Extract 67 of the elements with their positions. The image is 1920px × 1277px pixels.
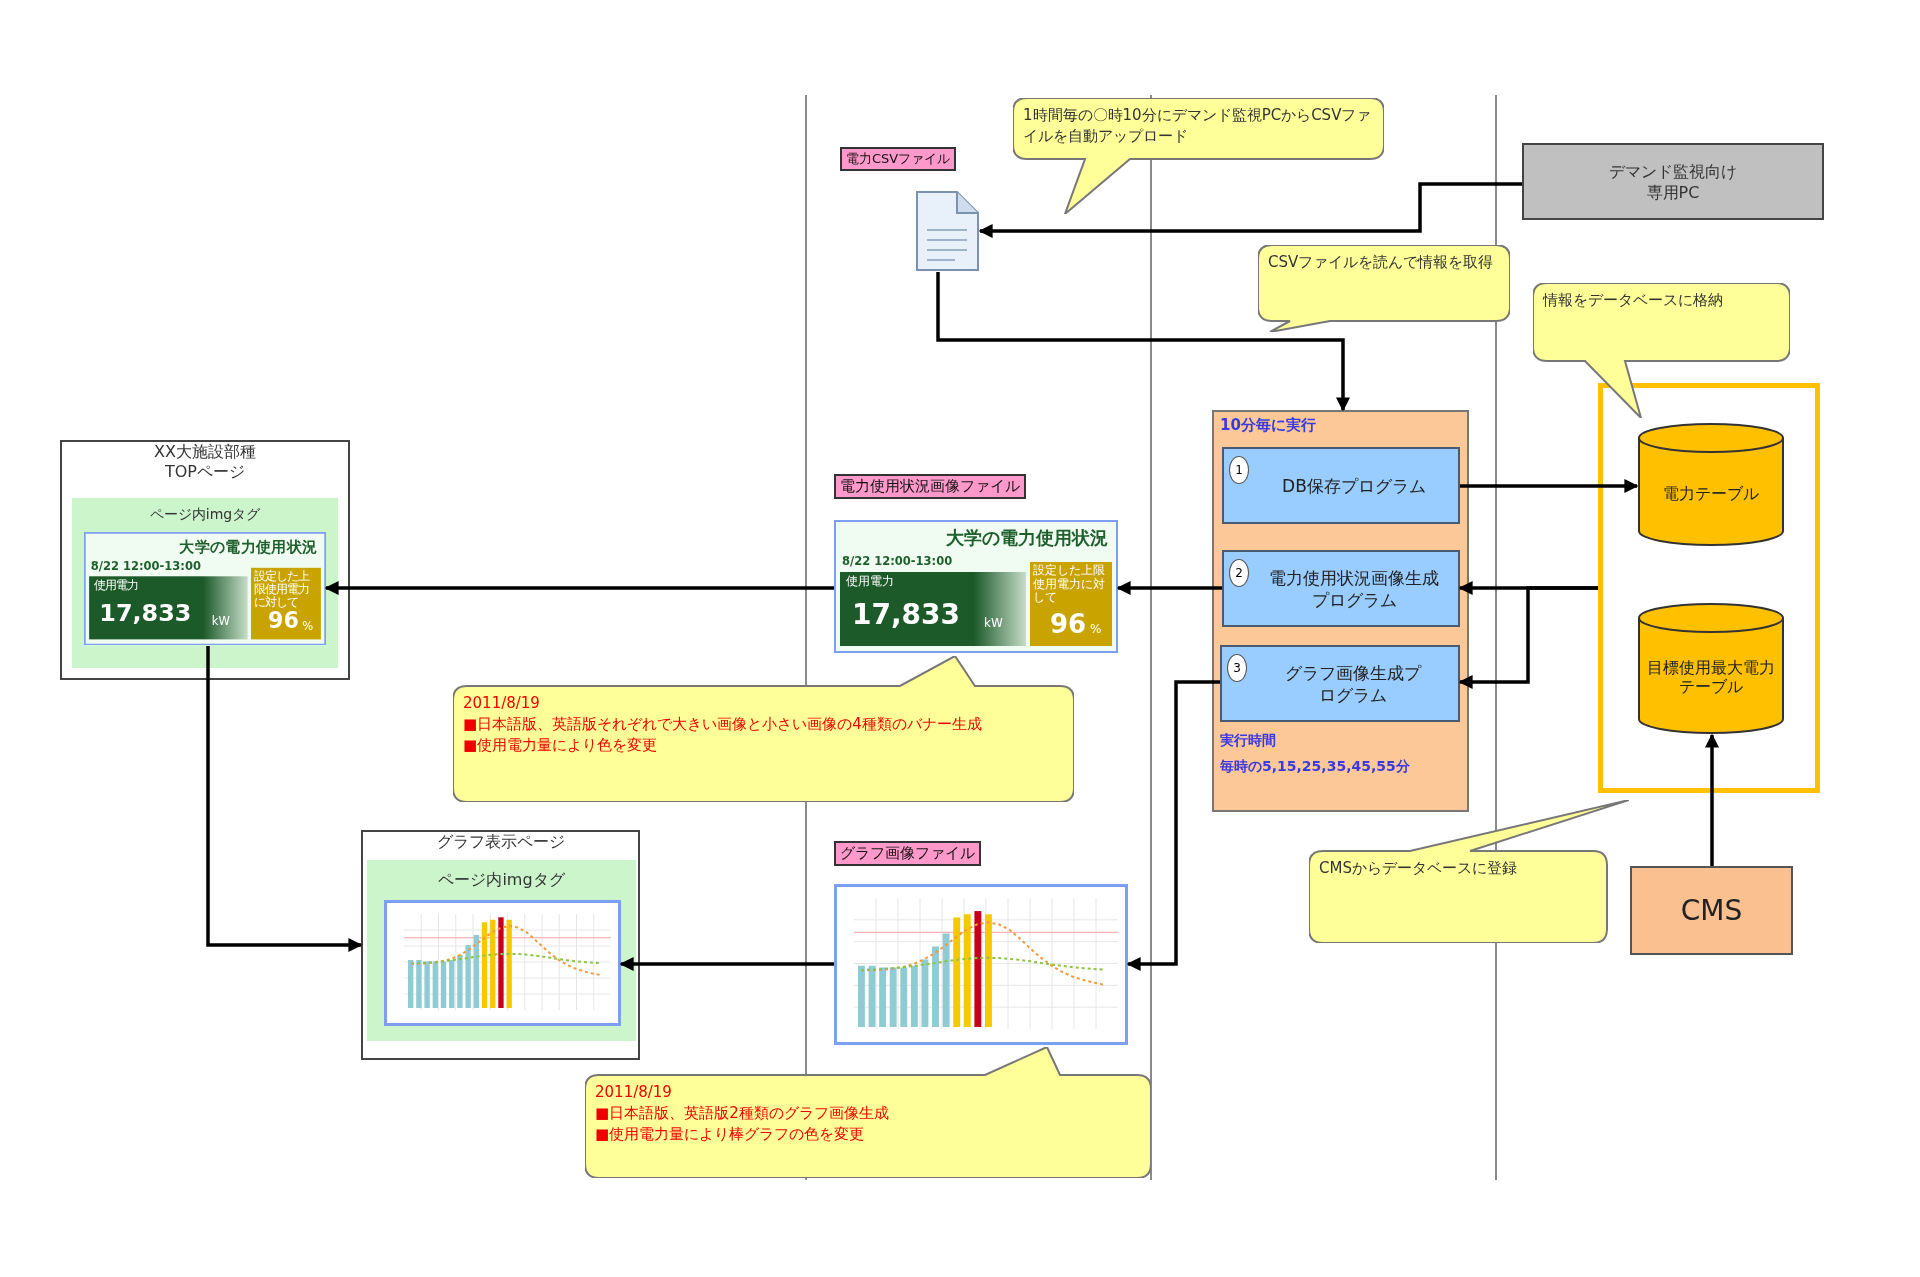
value-text: 96 — [1050, 608, 1087, 640]
callout-text: 情報をデータベースに格納 — [1543, 290, 1724, 311]
page-box — [60, 440, 350, 680]
node-label: デマンド監視向け専用PC — [1608, 160, 1738, 203]
arrow — [206, 646, 363, 952]
process-box — [1222, 447, 1460, 524]
callout-text: 2011/8/19 — [595, 1082, 673, 1103]
file-label: グラフ画像ファイル — [834, 841, 981, 866]
arrow — [1705, 733, 1719, 866]
banner-title: 大学の電力使用状況 — [946, 526, 1108, 550]
arrow — [978, 182, 1522, 238]
banner-title: 大学の電力使用状況 — [179, 537, 318, 558]
panel-label: 設定した上限使用電力に対して — [253, 569, 311, 610]
group-title: 10分毎に実行 — [1220, 416, 1316, 435]
callout-text: CMSからデータベースに登録 — [1319, 858, 1518, 879]
process-box — [1522, 143, 1824, 220]
panel-label: 使用電力 — [94, 578, 139, 594]
group-frame — [1598, 383, 1820, 793]
step-number: 2 — [1229, 559, 1249, 587]
callout-text: ■使用電力量により棒グラフの色を変更 — [595, 1124, 866, 1145]
process-box — [1222, 550, 1460, 627]
node-label: グラフ画像生成プログラム — [1284, 661, 1423, 706]
box-title: XX大施設部種TOPページ — [153, 442, 257, 482]
value-text: 17,833 — [99, 598, 192, 628]
area-title: ページ内imgタグ — [438, 870, 565, 891]
img-tag-area — [72, 498, 338, 668]
callout-text: 2011/8/19 — [463, 693, 541, 714]
callout-text: 1時間毎の〇時10分にデマンド監視PCからCSVファイルを自動アップロード — [1023, 105, 1373, 147]
file-label: 電力CSVファイル — [840, 147, 957, 171]
file-label: 電力使用状況画像ファイル — [834, 474, 1026, 499]
date-text: 8/22 12:00-13:00 — [842, 554, 953, 568]
area-title: ページ内imgタグ — [149, 506, 261, 524]
process-box — [1630, 866, 1793, 955]
arrow — [1116, 581, 1222, 595]
value-text: 96 — [268, 607, 299, 635]
unit-text: kW — [211, 613, 230, 628]
date-text: 8/22 12:00-13:00 — [90, 559, 201, 573]
arrow — [936, 272, 1350, 412]
step-number: 3 — [1227, 654, 1247, 682]
callout-text: ■日本語版、英語版2種類のグラフ画像生成 — [595, 1103, 890, 1124]
arrow — [1460, 479, 1639, 493]
arrow — [1458, 586, 1598, 689]
arrow — [1126, 680, 1220, 971]
box-title: グラフ表示ページ — [436, 832, 565, 852]
callout-text: ■日本語版、英語版それぞれで大きい画像と小さい画像の4種類のバナー生成 — [463, 714, 983, 735]
group-box — [1212, 410, 1469, 812]
node-label: 目標使用最大電力テーブル — [1646, 657, 1776, 696]
node-label: CMS — [1680, 894, 1743, 927]
callout-text: ■使用電力量により色を変更 — [463, 735, 659, 756]
img-tag-area — [367, 860, 636, 1041]
unit-text: kW — [984, 616, 1003, 630]
note-text: 毎時の5,15,25,35,45,55分 — [1220, 758, 1410, 776]
node-label: 電力テーブル — [1663, 483, 1759, 502]
step-number: 1 — [1229, 456, 1249, 484]
page-box — [361, 830, 640, 1060]
arrow — [619, 957, 834, 971]
unit-text: % — [1090, 622, 1102, 636]
process-box — [1220, 645, 1460, 722]
node-label: DB保存プログラム — [1282, 474, 1426, 497]
node-label: 電力使用状況画像生成プログラム — [1268, 566, 1440, 611]
panel-label: 使用電力 — [846, 574, 894, 589]
callout-text: CSVファイルを読んで情報を取得 — [1268, 252, 1495, 273]
arrow — [324, 581, 834, 595]
note-text: 実行時間 — [1220, 732, 1276, 750]
panel-label: 設定した上限使用電力に対して — [1033, 564, 1106, 605]
unit-text: % — [302, 618, 314, 633]
value-text: 17,833 — [852, 598, 961, 632]
